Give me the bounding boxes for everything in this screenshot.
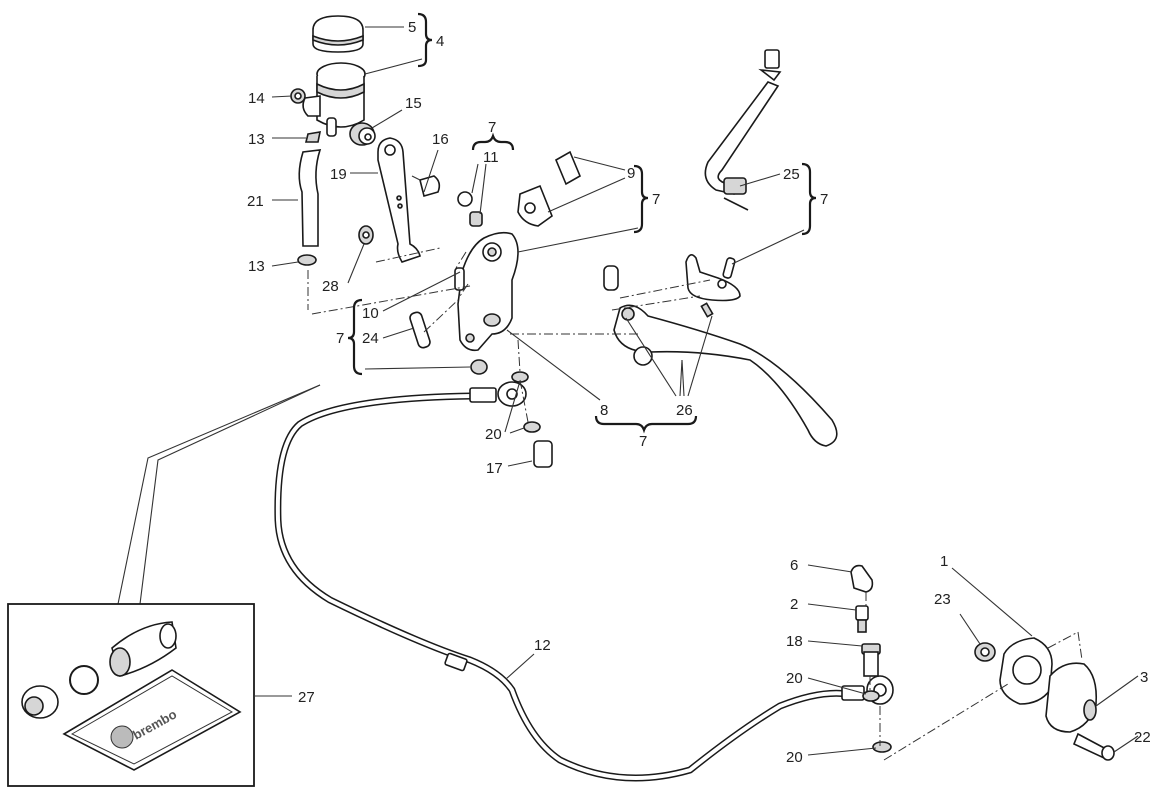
- kit-circlip: [69, 665, 99, 695]
- callout-7-lever: 7: [639, 433, 647, 450]
- callout-28: 28: [322, 278, 339, 295]
- bleed-cap-11: [457, 191, 483, 227]
- callout-25: 25: [783, 166, 800, 183]
- callout-7-switch: 7: [820, 191, 828, 208]
- callout-13-bottom: 13: [248, 258, 265, 275]
- callout-15: 15: [405, 95, 422, 112]
- callout-2: 2: [790, 596, 798, 613]
- reservoir-body: [302, 62, 366, 137]
- callout-1: 1: [940, 553, 948, 570]
- clamp-13-top: [304, 131, 322, 143]
- bracket-19: [377, 137, 421, 263]
- callout-11: 11: [483, 149, 499, 166]
- push-rod-24: [409, 311, 431, 349]
- callout-20-bottom: 20: [786, 749, 803, 766]
- callout-20-top: 20: [485, 426, 502, 443]
- washers-bolt-17: [511, 371, 553, 468]
- callout-7-bolt: 7: [652, 191, 660, 208]
- callout-27: 27: [298, 689, 315, 706]
- callout-14: 14: [248, 90, 265, 107]
- nut-7-bottom: [470, 359, 488, 375]
- seal-kit-inset-27: brembo: [7, 384, 321, 787]
- callout-24: 24: [362, 330, 379, 347]
- kit-instruction-card: brembo: [62, 669, 242, 771]
- callout-labels: 5 4 14 15 13 16 19 21 13 28 7 11 9 7 25 …: [247, 19, 1151, 766]
- clamp-13-bottom: [297, 254, 317, 266]
- callout-20-mid: 20: [786, 670, 803, 687]
- callout-23: 23: [934, 591, 951, 608]
- assembly-lines: [307, 247, 1083, 761]
- callout-22: 22: [1134, 729, 1151, 746]
- kit-piston: [109, 621, 177, 677]
- callout-6: 6: [790, 557, 798, 574]
- nut-28: [358, 225, 374, 245]
- callout-18: 18: [786, 633, 803, 650]
- kit-boot: [21, 685, 59, 719]
- master-cylinder-body: [457, 231, 519, 352]
- callout-12: 12: [534, 637, 551, 654]
- callout-7-valve: 7: [488, 119, 496, 136]
- callout-26: 26: [676, 402, 693, 419]
- callout-5: 5: [408, 19, 416, 36]
- clutch-switch-25: [704, 49, 782, 211]
- reservoir-grommet-14: [290, 88, 306, 104]
- callout-16: 16: [432, 131, 449, 148]
- group-braces: [347, 12, 817, 434]
- slave-cylinder: [974, 637, 1115, 761]
- callout-21: 21: [247, 193, 264, 210]
- callout-19: 19: [330, 166, 347, 183]
- hose-21: [298, 149, 322, 247]
- bleed-fittings-6-2-18: [850, 564, 892, 753]
- callout-7-rod: 7: [336, 330, 344, 347]
- callout-8: 8: [600, 402, 608, 419]
- callout-4: 4: [436, 33, 444, 50]
- callout-9: 9: [627, 165, 635, 182]
- bushing-15: [349, 122, 376, 146]
- callout-10: 10: [362, 305, 379, 322]
- callout-13-top: 13: [248, 131, 265, 148]
- hydraulic-hose-12: [274, 381, 894, 782]
- callout-3: 3: [1140, 669, 1148, 686]
- callout-17: 17: [486, 460, 503, 477]
- bushing-26: [603, 265, 714, 318]
- pin-10: [454, 267, 465, 291]
- leader-lines: [271, 26, 1139, 756]
- reservoir-cap: [312, 15, 364, 53]
- lever-adjuster: [685, 254, 741, 302]
- bolt-9: [517, 150, 582, 227]
